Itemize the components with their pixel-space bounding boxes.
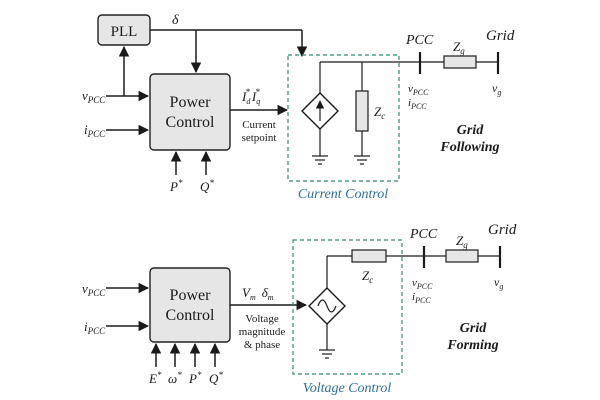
- top-zc-ground-icon: [354, 155, 370, 165]
- grid-following-section: PLL δ vPCC iPCC Power Control P* Q* Id*I…: [82, 13, 515, 202]
- bottom-zc-label: Zc: [362, 268, 373, 285]
- bottom-source-ground-icon: [319, 349, 335, 359]
- voltage-control-block: [292, 239, 403, 375]
- ac-wave-icon: [317, 299, 337, 313]
- bottom-power-control-line1: Power: [170, 287, 212, 304]
- grid-following-label-1: Grid: [457, 123, 484, 138]
- voltage-setpoint-caption-1: Voltage: [245, 313, 279, 325]
- current-setpoint-caption-1: Current: [242, 119, 276, 131]
- bottom-power-control-block: [149, 267, 231, 343]
- bottom-pcc-label: PCC: [409, 227, 438, 242]
- top-p-ref-label: P*: [169, 178, 183, 194]
- voltage-setpoint-caption-2: magnitude: [239, 326, 286, 338]
- bottom-vg-label: vg: [494, 275, 503, 291]
- bottom-w-ref-label: ω*: [168, 370, 182, 386]
- top-vg-label: vg: [492, 81, 501, 97]
- top-q-ref-label: Q*: [200, 178, 214, 194]
- top-zc-label: Zc: [374, 104, 385, 121]
- bottom-q-ref-label: Q*: [209, 370, 223, 386]
- top-meas-vpcc: vPCC: [408, 83, 429, 97]
- pll-label: PLL: [111, 24, 138, 40]
- bottom-grid-label: Grid: [488, 222, 517, 238]
- grid-forming-label-2: Forming: [446, 338, 498, 353]
- current-setpoint-caption-2: setpoint: [242, 132, 277, 144]
- top-power-control-line1: Power: [170, 94, 212, 111]
- bottom-p-ref-label: P*: [188, 370, 202, 386]
- delta-label: δ: [172, 13, 179, 28]
- bottom-e-ref-label: E*: [148, 370, 162, 386]
- top-pcc-label: PCC: [405, 33, 434, 48]
- bottom-power-control-line2: Control: [166, 307, 215, 324]
- top-meas-ipcc: iPCC: [408, 97, 427, 111]
- bottom-vpcc-label: vPCC: [82, 281, 106, 298]
- current-setpoint-symbols: Id*Iq*: [241, 87, 260, 106]
- voltage-setpoint-caption-3: & phase: [244, 339, 280, 351]
- top-power-control-block: [149, 73, 231, 151]
- bottom-zg-resistor: [445, 249, 479, 263]
- grid-following-label-2: Following: [439, 140, 499, 155]
- top-ipcc-label: iPCC: [84, 122, 106, 139]
- top-zc-resistor: [355, 90, 369, 132]
- bottom-meas-vpcc: vPCC: [412, 277, 433, 291]
- bottom-zg-label: Zg: [456, 233, 468, 250]
- top-grid-label: Grid: [486, 28, 515, 44]
- bottom-meas-ipcc: iPCC: [412, 291, 431, 305]
- grid-forming-label-1: Grid: [460, 321, 487, 336]
- bottom-ipcc-label: iPCC: [84, 319, 106, 336]
- top-source-ground-icon: [312, 155, 328, 165]
- top-zg-label: Zg: [453, 39, 465, 56]
- top-vpcc-label: vPCC: [82, 88, 106, 105]
- voltage-control-label: Voltage Control: [303, 381, 392, 396]
- top-power-control-line2: Control: [166, 114, 215, 131]
- top-zg-resistor: [443, 55, 477, 69]
- current-control-label: Current Control: [298, 187, 388, 202]
- bottom-zc-resistor: [351, 249, 387, 263]
